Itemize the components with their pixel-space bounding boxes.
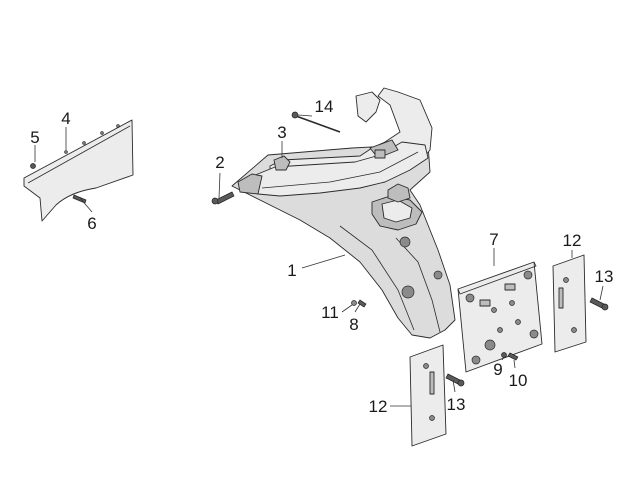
leader-lines [34, 114, 604, 407]
callout-13-right: 13 [595, 267, 614, 286]
screw-9 [501, 352, 507, 358]
screw-8 [357, 299, 367, 308]
callout-12-right: 12 [563, 231, 582, 250]
callout-3: 3 [277, 123, 286, 142]
callout-5: 5 [30, 128, 39, 147]
callout-13-bottom: 13 [447, 395, 466, 414]
rear-mudguard [231, 87, 456, 339]
callout-11: 11 [321, 303, 339, 322]
screw-13-bottom [445, 373, 465, 387]
reflector-12-bottom [409, 344, 447, 447]
callout-10: 10 [509, 371, 528, 390]
clip-5 [30, 163, 36, 169]
callout-14: 14 [315, 97, 334, 116]
callout-12-bottom: 12 [369, 397, 388, 416]
callout-9: 9 [493, 360, 502, 379]
screw-13-right [589, 297, 609, 311]
screw-6 [72, 194, 87, 204]
callout-8: 8 [349, 315, 358, 334]
screw-2 [211, 191, 235, 205]
callout-7: 7 [489, 230, 498, 249]
license-plate-bracket [457, 261, 543, 373]
callout-6: 6 [87, 214, 96, 233]
washer-11 [351, 300, 357, 306]
screw-10 [507, 352, 519, 361]
callout-1: 1 [287, 261, 296, 280]
screw-14 [291, 111, 341, 133]
splash-guard-panel [23, 119, 134, 222]
reflector-12-right [552, 254, 587, 353]
callout-2: 2 [215, 153, 224, 172]
callout-4: 4 [61, 109, 70, 128]
